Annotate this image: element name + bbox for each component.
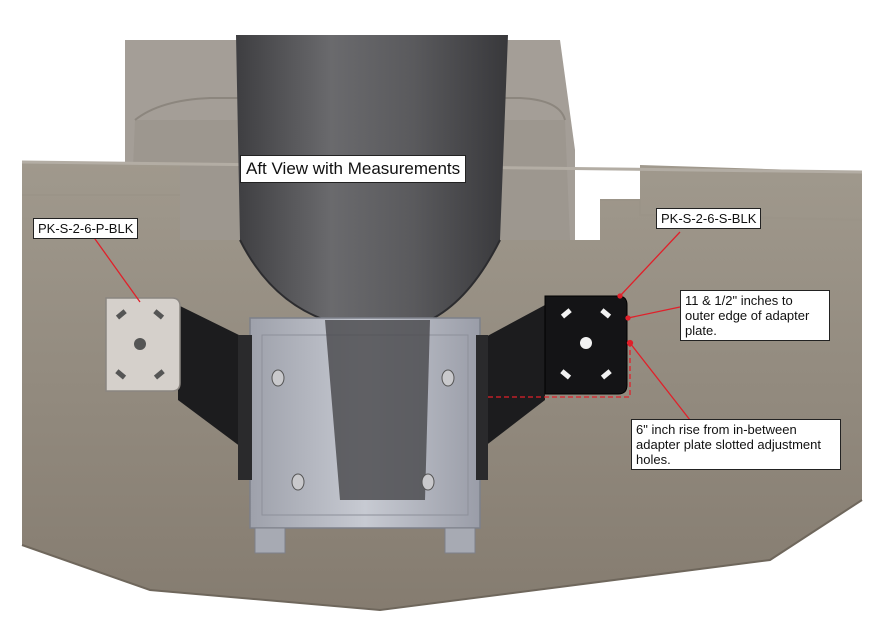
diagram-title: Aft View with Measurements xyxy=(240,155,467,183)
rise-note: 6" inch rise from in-between adapter pla… xyxy=(631,419,841,470)
mount-frame xyxy=(249,317,481,554)
distance-note: 11 & 1/2" inches to outer edge of adapte… xyxy=(680,290,830,341)
starboard-bracket xyxy=(476,295,628,480)
port-part-label: PK-S-2-6-P-BLK xyxy=(33,218,139,239)
starboard-part-label: PK-S-2-6-S-BLK xyxy=(656,208,762,229)
leader-lines xyxy=(89,231,691,421)
bolt xyxy=(271,369,455,491)
port-bracket xyxy=(105,297,252,480)
slot-holes xyxy=(115,309,165,380)
slot-holes xyxy=(560,308,612,380)
